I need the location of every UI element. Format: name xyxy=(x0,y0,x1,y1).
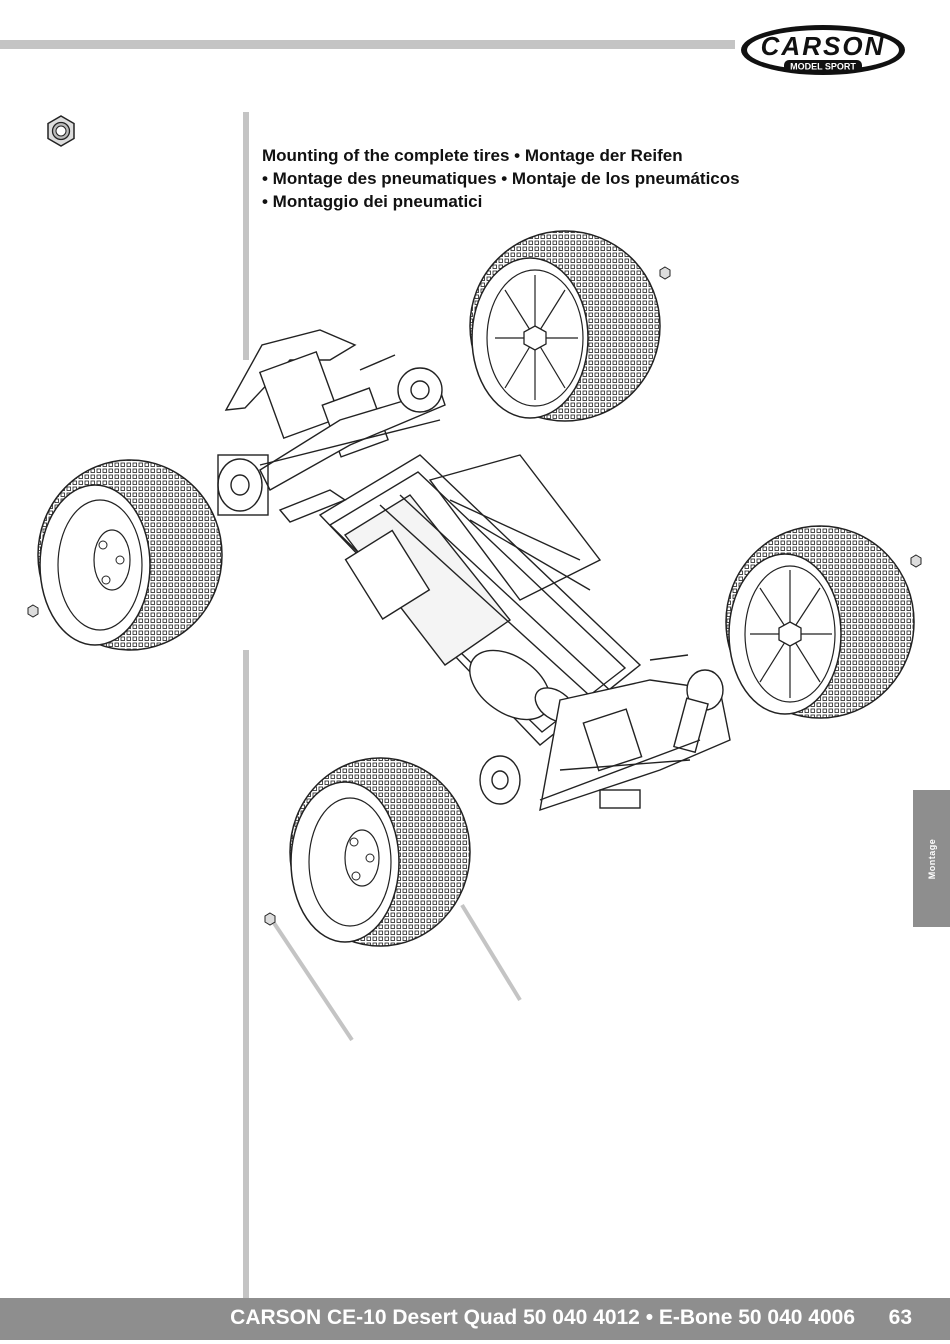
tire-front-left xyxy=(38,460,222,650)
hex-nut-icon xyxy=(44,114,78,148)
logo-sub: MODEL SPORT xyxy=(790,62,856,72)
heading-line-1: Mounting of the complete tires • Montage… xyxy=(262,144,902,167)
heading-line-2: • Montage des pneumatiques • Montaje de … xyxy=(262,167,902,190)
tire-rear-left xyxy=(290,758,470,946)
side-tab: Montage xyxy=(913,790,950,927)
top-rule xyxy=(0,40,735,49)
carson-logo: CARSON MODEL SPORT xyxy=(738,22,908,78)
tire-rear-right xyxy=(726,526,914,718)
footer-bar: CARSON CE-10 Desert Quad 50 040 4012 • E… xyxy=(0,1298,950,1340)
logo-name: CARSON xyxy=(761,31,886,61)
section-heading: Mounting of the complete tires • Montage… xyxy=(262,144,902,213)
footer-title: CARSON CE-10 Desert Quad 50 040 4012 • E… xyxy=(230,1306,855,1330)
leader-line-tire xyxy=(462,905,520,1000)
tire-front-right xyxy=(470,231,660,421)
heading-line-3: • Montaggio dei pneumatici xyxy=(262,190,902,213)
side-tab-label: Montage xyxy=(927,838,937,879)
chassis-illustration xyxy=(0,215,950,1055)
page-number: 63 xyxy=(889,1306,912,1330)
